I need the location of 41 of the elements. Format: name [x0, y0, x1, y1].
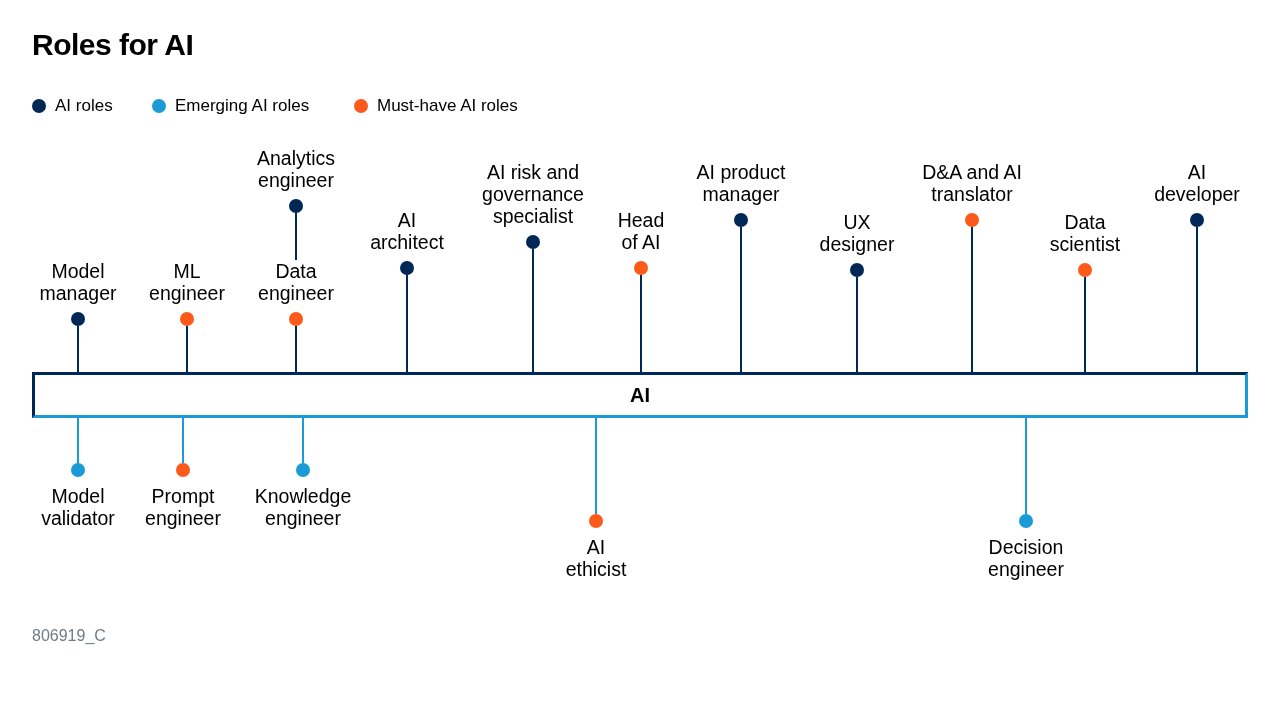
role-label: Analytics engineer: [256, 147, 336, 191]
connector-line: [406, 274, 408, 373]
role-label: AI developer: [1153, 161, 1241, 205]
diagram-title: Roles for AI: [32, 28, 194, 62]
connector-line: [971, 226, 973, 373]
role-label: ML engineer: [148, 260, 226, 304]
role-label: Head of AI: [616, 209, 666, 253]
role-label: AI ethicist: [564, 536, 628, 580]
legend-label: AI roles: [55, 96, 113, 116]
connector-line: [1196, 226, 1198, 373]
connector-line: [295, 212, 297, 261]
role-label: D&A and AI translator: [921, 161, 1023, 205]
role-label: Model validator: [40, 485, 116, 529]
role-label: Prompt engineer: [144, 485, 222, 529]
role-label: AI product manager: [695, 161, 787, 205]
connector-line: [532, 248, 534, 373]
connector-line: [1084, 276, 1086, 373]
role-label: Data scientist: [1048, 211, 1122, 255]
role-label: UX designer: [818, 211, 896, 255]
role-label: Knowledge engineer: [253, 485, 353, 529]
timeline-bar: [32, 372, 1248, 418]
role-label: Model manager: [38, 260, 118, 304]
legend-label: Must-have AI roles: [377, 96, 518, 116]
role-label: AI architect: [369, 209, 445, 253]
connector-line: [182, 417, 184, 464]
connector-line: [856, 276, 858, 373]
connector-line: [640, 274, 642, 373]
role-label: AI risk and governance specialist: [481, 161, 585, 227]
connector-line: [186, 325, 188, 373]
connector-line: [595, 417, 597, 515]
connector-line: [740, 226, 742, 373]
legend-label: Emerging AI roles: [175, 96, 310, 116]
role-label: Decision engineer: [987, 536, 1065, 580]
connector-line: [1025, 417, 1027, 515]
role-label: Data engineer: [257, 260, 335, 304]
bar-label: AI: [630, 383, 650, 407]
connector-line: [77, 417, 79, 464]
connector-line: [77, 325, 79, 373]
connector-line: [302, 417, 304, 464]
connector-line: [295, 325, 297, 373]
figure-code: 806919_C: [32, 627, 106, 645]
